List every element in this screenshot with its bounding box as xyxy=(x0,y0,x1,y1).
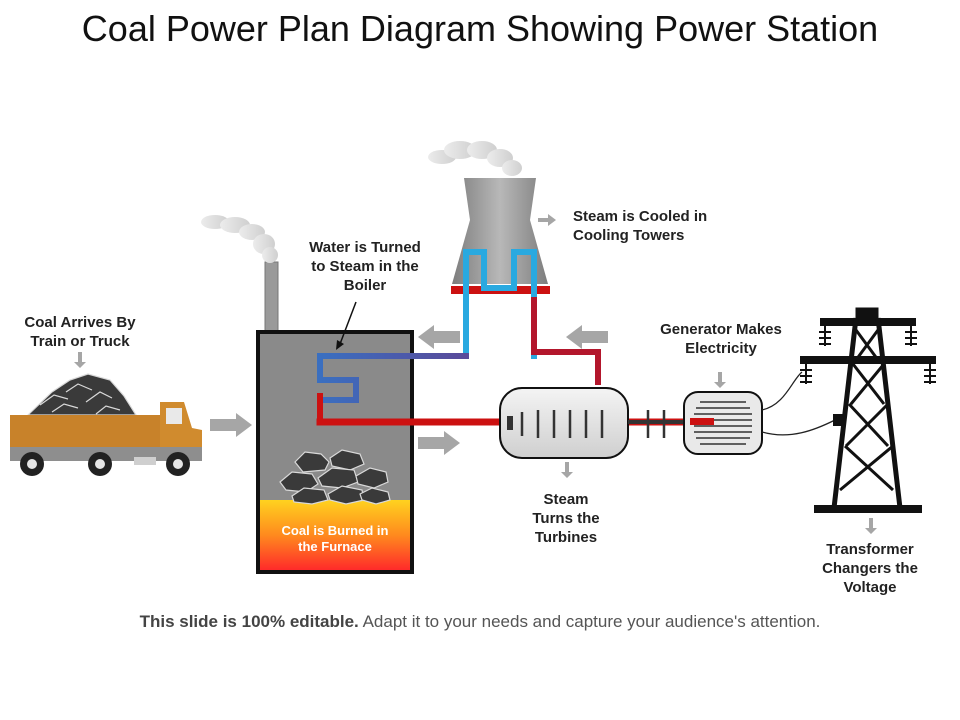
arrow-to-boiler xyxy=(418,325,460,349)
generator xyxy=(683,371,836,455)
turbine xyxy=(499,387,684,459)
label-generator: Generator Makes Electricity xyxy=(660,321,782,357)
arrow-transformer-label xyxy=(865,518,877,534)
arrow-generator-label xyxy=(714,372,726,388)
page-title: Coal Power Plan Diagram Showing Power St… xyxy=(81,8,879,49)
label-water-steam: Water is Turned to Steam in the Boiler xyxy=(309,239,421,294)
arrow-turbine-label xyxy=(561,462,573,478)
arrow-truck-to-boiler xyxy=(210,413,252,437)
label-coal-arrives: Coal Arrives By Train or Truck xyxy=(24,314,136,350)
arrow-boiler-to-turbine xyxy=(418,431,460,455)
flow-arrows xyxy=(74,214,877,534)
label-steam-turbines: Steam Turns the Turbines xyxy=(532,491,600,546)
label-steam-cooled: Steam is Cooled in Cooling Towers xyxy=(573,208,708,244)
arrow-coal-label xyxy=(74,352,86,368)
transmission-tower xyxy=(800,307,936,513)
footer-rest: Adapt it to your needs and capture your … xyxy=(358,612,821,631)
boiler xyxy=(256,330,414,574)
furnace-coal xyxy=(279,449,391,505)
coal-truck xyxy=(10,373,202,476)
cooling-tower xyxy=(428,141,550,294)
label-transformer: Transformer Changers the Voltage xyxy=(822,541,918,596)
footer-note: This slide is 100% editable. Adapt it to… xyxy=(0,612,960,632)
boiler-pointer xyxy=(336,301,357,350)
arrow-tower-label xyxy=(538,214,556,226)
chimney xyxy=(201,215,279,333)
label-furnace: Coal is Burned in the Furnace xyxy=(281,523,389,554)
arrow-return xyxy=(566,325,608,349)
footer-bold: This slide is 100% editable. xyxy=(139,612,359,631)
